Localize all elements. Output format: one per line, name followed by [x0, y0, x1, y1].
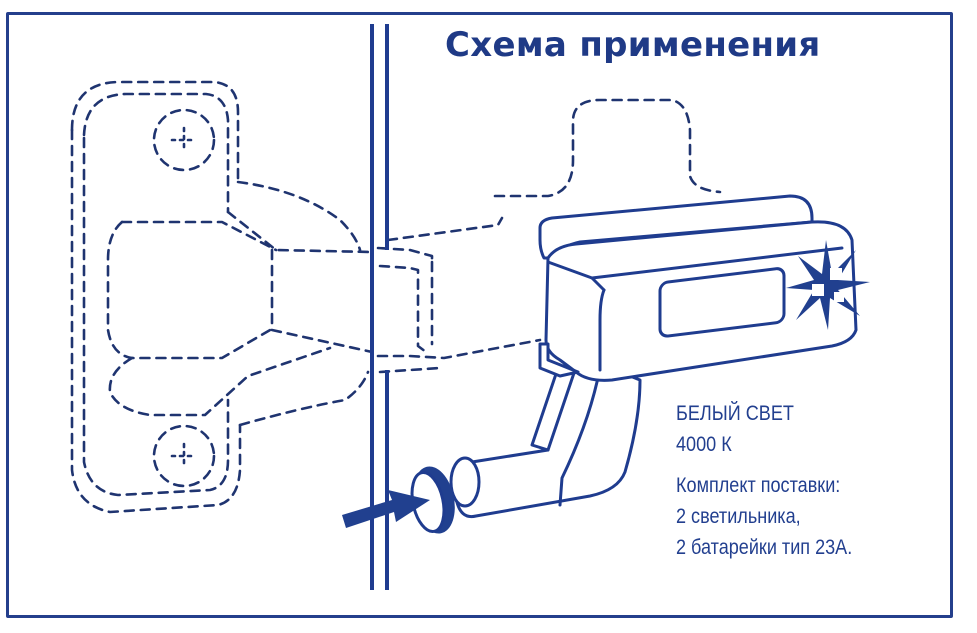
door-edge-lines [370, 24, 389, 590]
light-type: БЕЛЫЙ СВЕТ [676, 402, 794, 425]
hinge-led-light [410, 194, 858, 534]
diagram-title: Схема применения [445, 25, 821, 65]
package-item: 2 батарейки тип 23А. [676, 536, 853, 559]
product-info: БЕЛЫЙ СВЕТ 4000 К Комплект поставки: 2 с… [676, 398, 852, 563]
diagram-frame [6, 12, 953, 618]
package-item: 2 светильника, [676, 505, 801, 528]
hinge-outline-dashed [70, 80, 722, 514]
light-rays-icon [786, 240, 870, 330]
color-temperature: 4000 К [676, 433, 732, 456]
package-label: Комплект поставки: [676, 474, 841, 497]
push-arrow-icon [342, 490, 430, 528]
